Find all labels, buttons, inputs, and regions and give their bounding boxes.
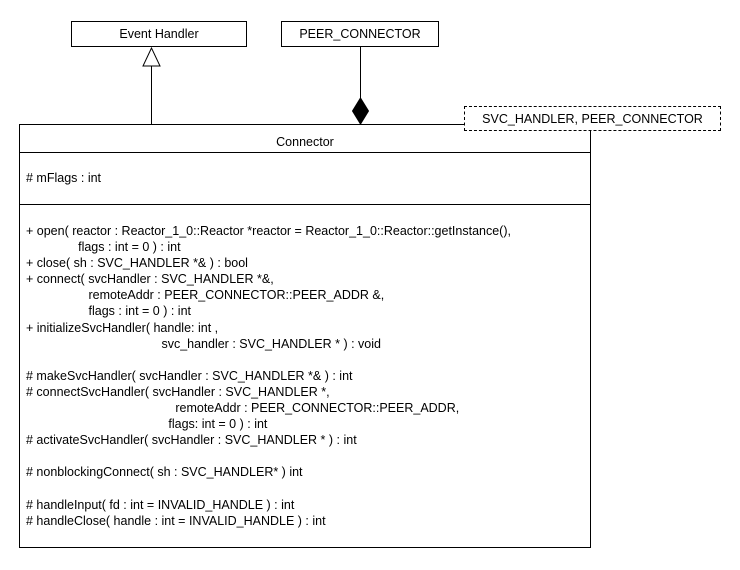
method-line-blank bbox=[26, 352, 586, 368]
method-line: # nonblockingConnect( sh : SVC_HANDLER* … bbox=[26, 465, 303, 480]
filled-diamond-icon bbox=[351, 97, 370, 125]
method-line: + connect( svcHandler : SVC_HANDLER *&, bbox=[26, 272, 274, 287]
method-line: flags : int = 0 ) : int bbox=[26, 240, 181, 255]
method-line: remoteAddr : PEER_CONNECTOR::PEER_ADDR, bbox=[26, 401, 460, 416]
attribute-line: # mFlags : int bbox=[26, 171, 102, 186]
event-handler-label: Event Handler bbox=[119, 27, 199, 41]
hollow-triangle-up-icon bbox=[142, 46, 161, 67]
method-line: # activateSvcHandler( svcHandler : SVC_H… bbox=[26, 433, 357, 448]
template-parameters-box: SVC_HANDLER, PEER_CONNECTOR bbox=[464, 106, 721, 131]
attributes-compartment: # mFlags : int bbox=[20, 153, 590, 205]
method-line: flags: int = 0 ) : int bbox=[26, 417, 268, 432]
method-line: flags : int = 0 ) : int bbox=[26, 304, 192, 319]
class-title: Connector bbox=[20, 125, 590, 153]
method-line: # makeSvcHandler( svcHandler : SVC_HANDL… bbox=[26, 368, 353, 383]
class-node-connector: Connector # mFlags : int + open( reactor… bbox=[19, 124, 591, 548]
class-node-peer-connector: PEER_CONNECTOR bbox=[281, 21, 439, 47]
method-line-blank bbox=[26, 448, 586, 464]
peer-connector-label: PEER_CONNECTOR bbox=[299, 27, 421, 41]
methods-compartment: + open( reactor : Reactor_1_0::Reactor *… bbox=[20, 205, 590, 529]
template-parameters-label: SVC_HANDLER, PEER_CONNECTOR bbox=[482, 111, 703, 126]
method-line-blank bbox=[26, 481, 586, 497]
class-node-event-handler: Event Handler bbox=[71, 21, 247, 47]
method-line: + open( reactor : Reactor_1_0::Reactor *… bbox=[26, 224, 511, 238]
method-line: # handleInput( fd : int = INVALID_HANDLE… bbox=[26, 497, 295, 512]
method-line: svc_handler : SVC_HANDLER * ) : void bbox=[26, 336, 381, 351]
method-line: + close( sh : SVC_HANDLER *& ) : bool bbox=[26, 256, 248, 271]
method-line: # connectSvcHandler( svcHandler : SVC_HA… bbox=[26, 384, 330, 399]
method-line: remoteAddr : PEER_CONNECTOR::PEER_ADDR &… bbox=[26, 288, 385, 303]
method-line: # handleClose( handle : int = INVALID_HA… bbox=[26, 513, 326, 528]
method-line: + initializeSvcHandler( handle: int , bbox=[26, 320, 219, 335]
